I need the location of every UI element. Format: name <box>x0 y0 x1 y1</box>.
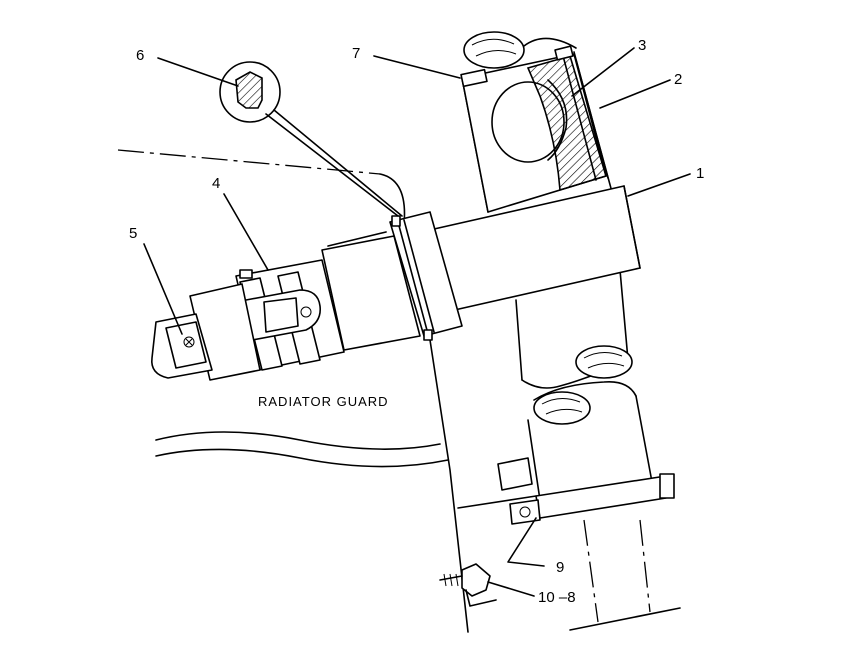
handle-bracket <box>151 283 261 381</box>
lower-column <box>527 395 681 631</box>
radiator-guard-caption: RADIATOR GUARD <box>258 394 389 409</box>
top-eye <box>463 31 577 69</box>
callout-5: 5 <box>129 225 137 242</box>
callout-4: 4 <box>212 175 220 192</box>
flange-plate <box>389 211 463 341</box>
callout-10-8: 10 –8 <box>538 589 576 606</box>
callout-labels: 1 2 3 4 5 6 7 9 10 –8 RADIATOR GUARD <box>129 37 704 606</box>
callout-3: 3 <box>638 37 646 54</box>
bolt-10-8 <box>439 563 497 607</box>
upper-clamp-block <box>460 45 609 213</box>
middle-eyes <box>533 345 637 425</box>
callout-7: 7 <box>352 45 360 62</box>
callout-2: 2 <box>674 71 682 88</box>
leader-lines <box>143 47 691 597</box>
callout-9: 9 <box>556 559 564 576</box>
callout-6: 6 <box>136 47 144 64</box>
detail-bubble-6 <box>219 61 403 217</box>
lower-clamp-plate <box>457 457 675 525</box>
cylinder-body <box>321 231 421 351</box>
callout-1: 1 <box>696 165 704 182</box>
latch-assembly <box>227 259 345 371</box>
